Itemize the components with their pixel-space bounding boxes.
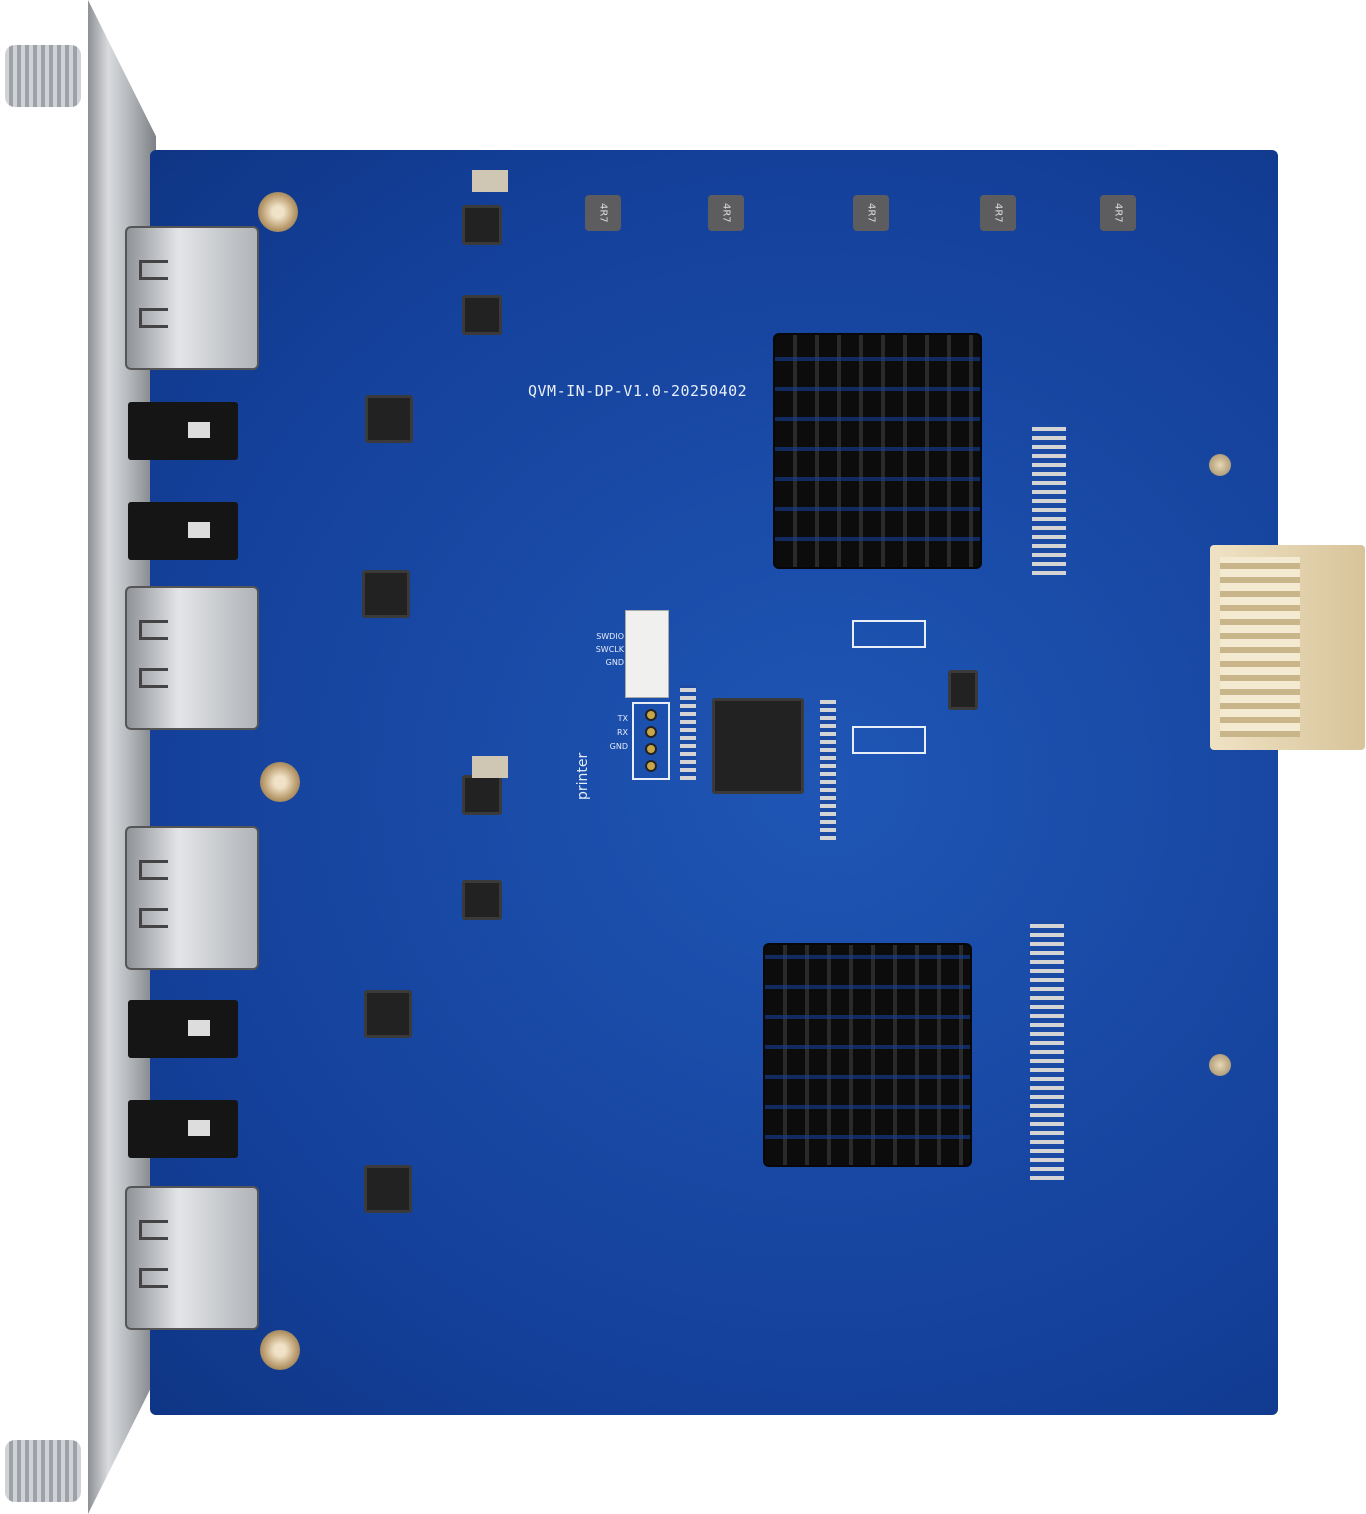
- ic-chip: [362, 570, 410, 618]
- ic-chip: [364, 990, 412, 1038]
- displayport-connector[interactable]: [125, 586, 259, 730]
- pin-header[interactable]: [852, 620, 926, 648]
- inductor: 4R7: [585, 195, 621, 231]
- standoff-screw: [260, 762, 300, 802]
- swd-pin-label: GND: [605, 658, 624, 667]
- swd-header[interactable]: [625, 610, 669, 698]
- swd-pin-label: SWCLK: [595, 645, 624, 654]
- bottom-thumbscrew[interactable]: [5, 1440, 81, 1502]
- uart-pin-label: RX: [616, 728, 628, 737]
- resistor-array: [1032, 425, 1066, 575]
- ic-chip: [365, 395, 413, 443]
- inductor: 4R7: [708, 195, 744, 231]
- inductor: 4R7: [1100, 195, 1136, 231]
- ic-chip: [462, 880, 502, 920]
- audio-jack-connector[interactable]: [128, 402, 238, 460]
- standoff-screw: [260, 1330, 300, 1370]
- mounting-hole: [1209, 1054, 1231, 1076]
- microcontroller-chip: [712, 698, 804, 794]
- mounting-hole: [1209, 454, 1231, 476]
- standoff-screw: [258, 192, 298, 232]
- backplane-connector[interactable]: [1210, 545, 1365, 750]
- crystal: [472, 170, 508, 192]
- displayport-connector[interactable]: [125, 826, 259, 970]
- inductor: 4R7: [980, 195, 1016, 231]
- ic-chip: [462, 295, 502, 335]
- resistor-array: [1030, 920, 1064, 1180]
- audio-jack-connector[interactable]: [128, 502, 238, 560]
- ic-chip: [462, 775, 502, 815]
- swd-pin-label: SWDIO: [596, 632, 624, 641]
- heatsink: [775, 335, 980, 567]
- displayport-connector[interactable]: [125, 1186, 259, 1330]
- uart-pin-label: TX: [617, 714, 628, 723]
- top-thumbscrew[interactable]: [5, 45, 81, 107]
- board-label: QVM-IN-DP-V1.0-20250402: [528, 382, 748, 400]
- uart-pin-labels: TX RX GND: [606, 712, 628, 754]
- inductor: 4R7: [853, 195, 889, 231]
- resistor-array: [680, 685, 696, 780]
- heatsink: [765, 945, 970, 1165]
- resistor-array: [820, 700, 836, 840]
- ic-chip: [364, 1165, 412, 1213]
- displayport-connector[interactable]: [125, 226, 259, 370]
- ic-chip: [948, 670, 978, 710]
- swd-pin-labels: SWDIO SWCLK GND: [586, 630, 624, 669]
- printer-label: printer: [575, 752, 591, 800]
- pin-header[interactable]: [852, 726, 926, 754]
- uart-header[interactable]: [632, 702, 670, 780]
- audio-jack-connector[interactable]: [128, 1100, 238, 1158]
- crystal: [472, 756, 508, 778]
- ic-chip: [462, 205, 502, 245]
- uart-pin-label: GND: [609, 742, 628, 751]
- audio-jack-connector[interactable]: [128, 1000, 238, 1058]
